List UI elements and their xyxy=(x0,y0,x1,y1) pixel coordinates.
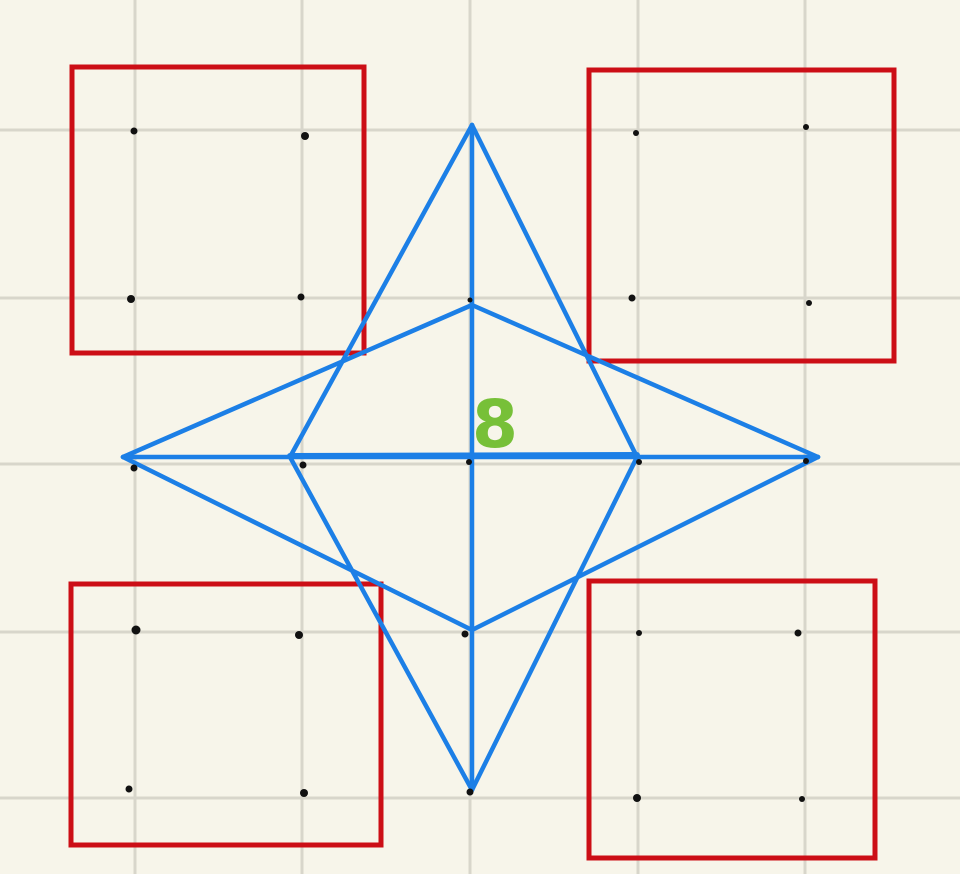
star-edge xyxy=(469,302,821,460)
grid-dot xyxy=(461,630,469,638)
grid-dot xyxy=(803,124,809,130)
grid-dot xyxy=(806,300,812,306)
star-edge xyxy=(287,122,475,460)
blue-star-figure xyxy=(120,122,821,793)
grid-dot xyxy=(794,629,802,637)
grid-dot xyxy=(130,464,138,472)
grid-dot xyxy=(297,293,305,301)
grid-dot xyxy=(628,294,636,302)
grid-dot xyxy=(467,297,473,303)
label-eight: 8 xyxy=(472,386,518,463)
red-square-top-right xyxy=(586,67,897,364)
red-squares xyxy=(68,64,897,861)
grid-dot xyxy=(803,458,809,464)
star-edge xyxy=(287,454,475,793)
grid-dot xyxy=(633,794,641,802)
grid-dot xyxy=(636,459,642,465)
star-center-segment xyxy=(287,452,640,459)
grid-dot xyxy=(633,130,639,136)
grid-dots xyxy=(125,124,812,802)
star-edge xyxy=(120,454,475,633)
grid-dot xyxy=(131,625,141,635)
grid-dot xyxy=(299,461,307,469)
grid-dot xyxy=(636,630,642,636)
grid-dot xyxy=(127,295,135,303)
grid-dot xyxy=(466,788,474,796)
grid-dot xyxy=(466,459,472,465)
red-square-bottom-right xyxy=(586,578,878,861)
grid-dot xyxy=(301,132,309,140)
grid-dot xyxy=(300,789,308,797)
star-edge xyxy=(120,302,475,460)
red-square-bottom-left xyxy=(68,581,384,848)
red-square-top-left xyxy=(69,64,367,356)
star-edge xyxy=(469,454,821,633)
grid-dot xyxy=(130,127,138,135)
star-edge xyxy=(469,122,640,460)
grid-dot xyxy=(799,796,805,802)
grid-dot xyxy=(295,631,303,639)
grid-dot xyxy=(125,785,133,793)
star-edge xyxy=(469,454,640,793)
